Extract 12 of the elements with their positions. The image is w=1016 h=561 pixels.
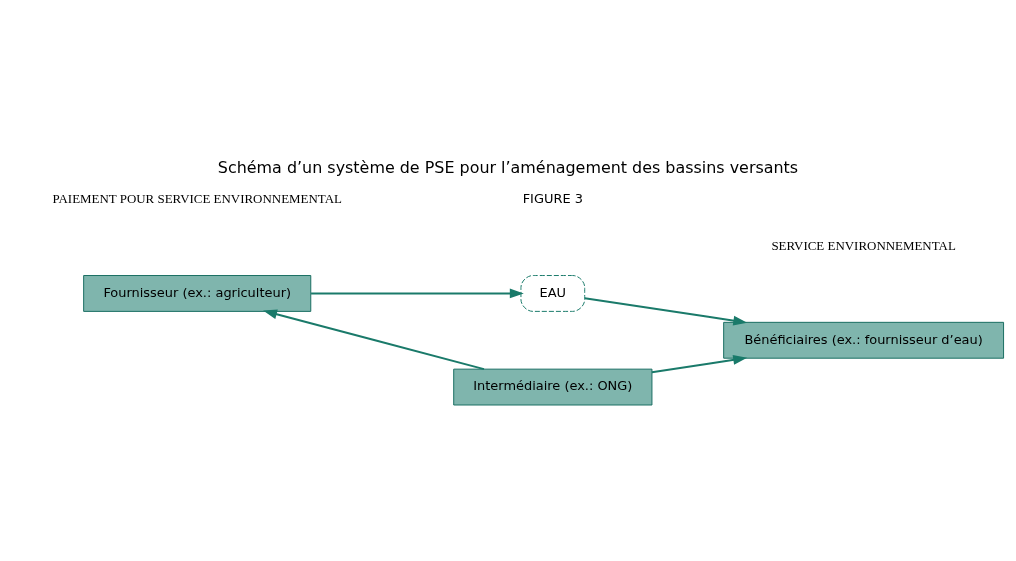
node-box: Intermédiaire (ex.: ONG) — [453, 368, 653, 406]
node-box: EAU — [520, 275, 586, 312]
node-box: Bénéficiaires (ex.: fournisseur d’eau) — [723, 321, 1005, 359]
arrow — [263, 309, 485, 371]
label: PAIEMENT POUR SERVICE ENVIRONNEMENTAL — [52, 191, 342, 207]
arrow — [650, 355, 748, 374]
diagram-title: Schéma d’un système de PSE pour l’aménagement des bassins versants — [217, 157, 799, 177]
label: SERVICE ENVIRONNEMENTAL — [771, 238, 956, 254]
arrow — [310, 288, 524, 299]
label: FIGURE 3 — [522, 191, 583, 207]
arrow — [583, 297, 748, 326]
node-box: Fournisseur (ex.: agriculteur) — [83, 275, 312, 312]
